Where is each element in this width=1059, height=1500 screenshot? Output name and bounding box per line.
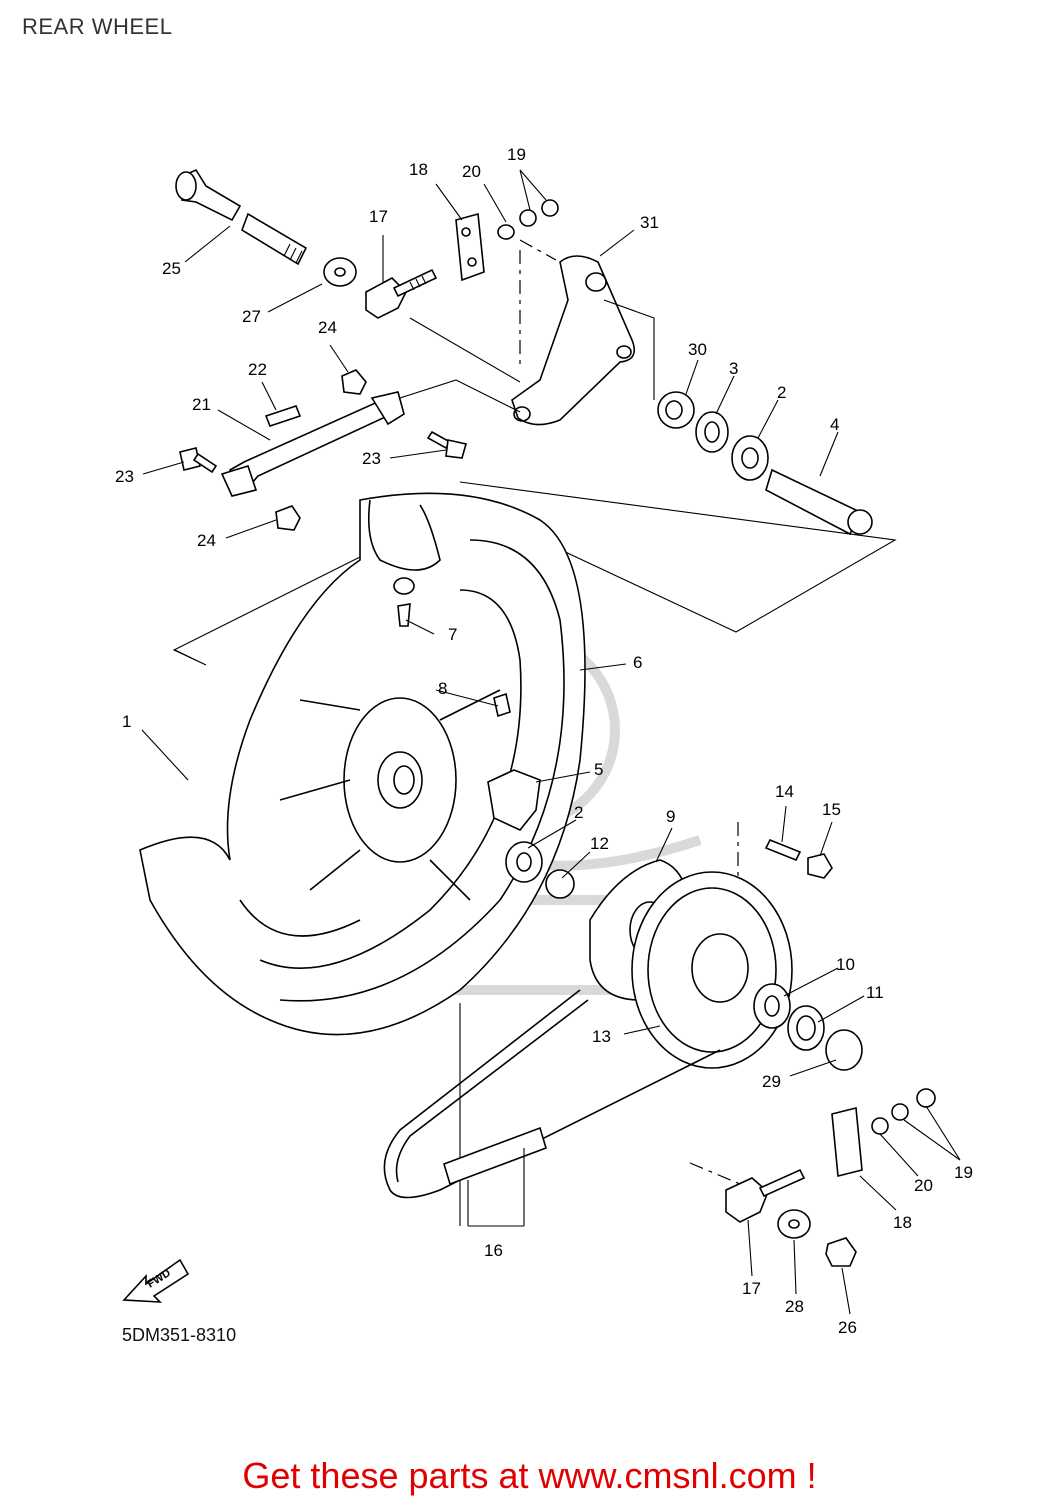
leader-lines	[141, 169, 961, 1315]
callout-18-bottom: 18	[893, 1213, 912, 1232]
callout-30: 30	[688, 340, 707, 359]
callout-17-bottom: 17	[742, 1279, 761, 1298]
callout-9: 9	[666, 807, 675, 826]
callout-1: 1	[122, 712, 131, 731]
callout-19-bottom: 19	[954, 1163, 973, 1182]
callout-5: 5	[594, 760, 603, 779]
callout-26: 26	[838, 1318, 857, 1337]
stud-and-nut	[764, 838, 833, 879]
callout-14: 14	[775, 782, 794, 801]
valve-and-damper	[393, 577, 511, 718]
alignment-lines	[172, 239, 897, 1226]
callout-20-bottom: 20	[914, 1176, 933, 1195]
callout-31: 31	[640, 213, 659, 232]
callout-2: 2	[777, 383, 786, 402]
callout-15: 15	[822, 800, 841, 819]
nuts-24	[275, 369, 367, 531]
callout-8: 8	[438, 679, 447, 698]
washer-27	[323, 257, 357, 287]
damper-5	[487, 769, 541, 831]
callout-20-top: 20	[462, 162, 481, 181]
callout-16: 16	[484, 1241, 503, 1260]
page-title: REAR WHEEL	[22, 14, 173, 39]
callout-23-left: 23	[115, 467, 134, 486]
callout-3: 3	[729, 359, 738, 378]
callout-24-bottom: 24	[197, 531, 216, 550]
chain-adjuster-bottom	[725, 1168, 857, 1267]
hub-bearings	[505, 841, 575, 899]
callout-6: 6	[633, 653, 642, 672]
plate-18-top	[455, 212, 485, 282]
callout-10: 10	[836, 955, 855, 974]
callout-7: 7	[448, 625, 457, 644]
torque-rod-21	[220, 391, 405, 497]
callout-24-top: 24	[318, 318, 337, 337]
callout-17-top: 17	[369, 207, 388, 226]
callout-25: 25	[162, 259, 181, 278]
callout-12: 12	[590, 834, 609, 853]
callout-labels: 1 2 2 3 4 5 6 7 8 9 10 11 12 13 14 15 16…	[115, 145, 973, 1337]
plate-18-bottom	[831, 1088, 936, 1178]
callout-21: 21	[192, 395, 211, 414]
bolts-23	[179, 430, 468, 474]
callout-23-right: 23	[362, 449, 381, 468]
wheel-hub	[279, 689, 501, 901]
nuts-19-top	[497, 199, 559, 240]
promo-link[interactable]: Get these parts at www.cmsnl.com !	[242, 1455, 817, 1496]
callout-13: 13	[592, 1027, 611, 1046]
drive-chain-16	[383, 989, 721, 1199]
axle-spacers	[657, 391, 873, 536]
callout-2-hub: 2	[574, 803, 583, 822]
caliper-bracket-31	[511, 255, 636, 426]
callout-28: 28	[785, 1297, 804, 1316]
callout-11: 11	[866, 983, 884, 1002]
fwd-arrow-icon: FWD	[122, 1258, 190, 1303]
chain-adjuster-top	[365, 268, 438, 319]
sprocket-side-bearings	[753, 983, 863, 1071]
axle-part	[175, 168, 308, 266]
callout-19-top: 19	[507, 145, 526, 164]
callout-22: 22	[248, 360, 267, 379]
callout-18-top: 18	[409, 160, 428, 179]
diagram-code: 5DM351-8310	[122, 1325, 237, 1345]
callout-4: 4	[830, 415, 839, 434]
rear-sprocket-13	[631, 871, 793, 1069]
callout-29: 29	[762, 1072, 781, 1091]
callout-27: 27	[242, 307, 261, 326]
